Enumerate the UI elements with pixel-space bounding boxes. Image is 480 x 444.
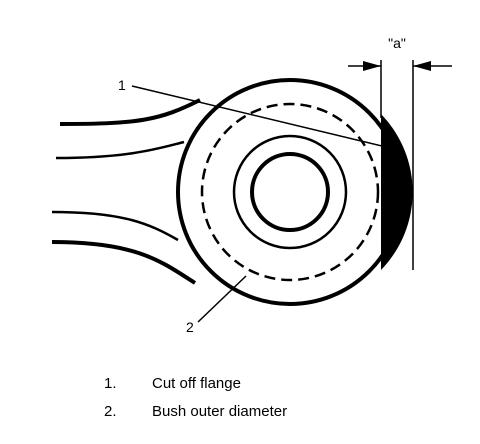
cut-off-flange-shape [381,114,413,270]
callout-1-number: 1 [118,77,126,93]
callout-2-number: 2 [186,319,194,335]
dimension-label: "a" [388,35,406,51]
bush-outer-diameter-circle [200,102,380,282]
bush-ring-circle [232,134,348,250]
legend-item-text: Bush outer diameter [152,403,288,420]
callout-1-leader [131,85,383,147]
legend: 1. Cut off flange 2. Bush outer diameter [104,370,464,426]
arm-lower-outer-edge [51,240,197,285]
legend-item: 1. Cut off flange [104,370,464,398]
legend-item-number: 1. [104,375,117,392]
eye-outer-circle [176,78,404,306]
callout-2-leader [197,275,247,323]
legend-item-text: Cut off flange [152,375,241,392]
legend-item-number: 2. [104,403,117,420]
bush-bore-circle [250,152,330,232]
arm-upper-inner-edge [55,140,185,160]
arm-lower-inner-edge [51,210,179,242]
dimension-arrow-right [413,61,431,71]
arm-upper-outer-edge [59,98,201,126]
dimension-arrow-left [363,61,381,71]
legend-item: 2. Bush outer diameter [104,398,464,426]
